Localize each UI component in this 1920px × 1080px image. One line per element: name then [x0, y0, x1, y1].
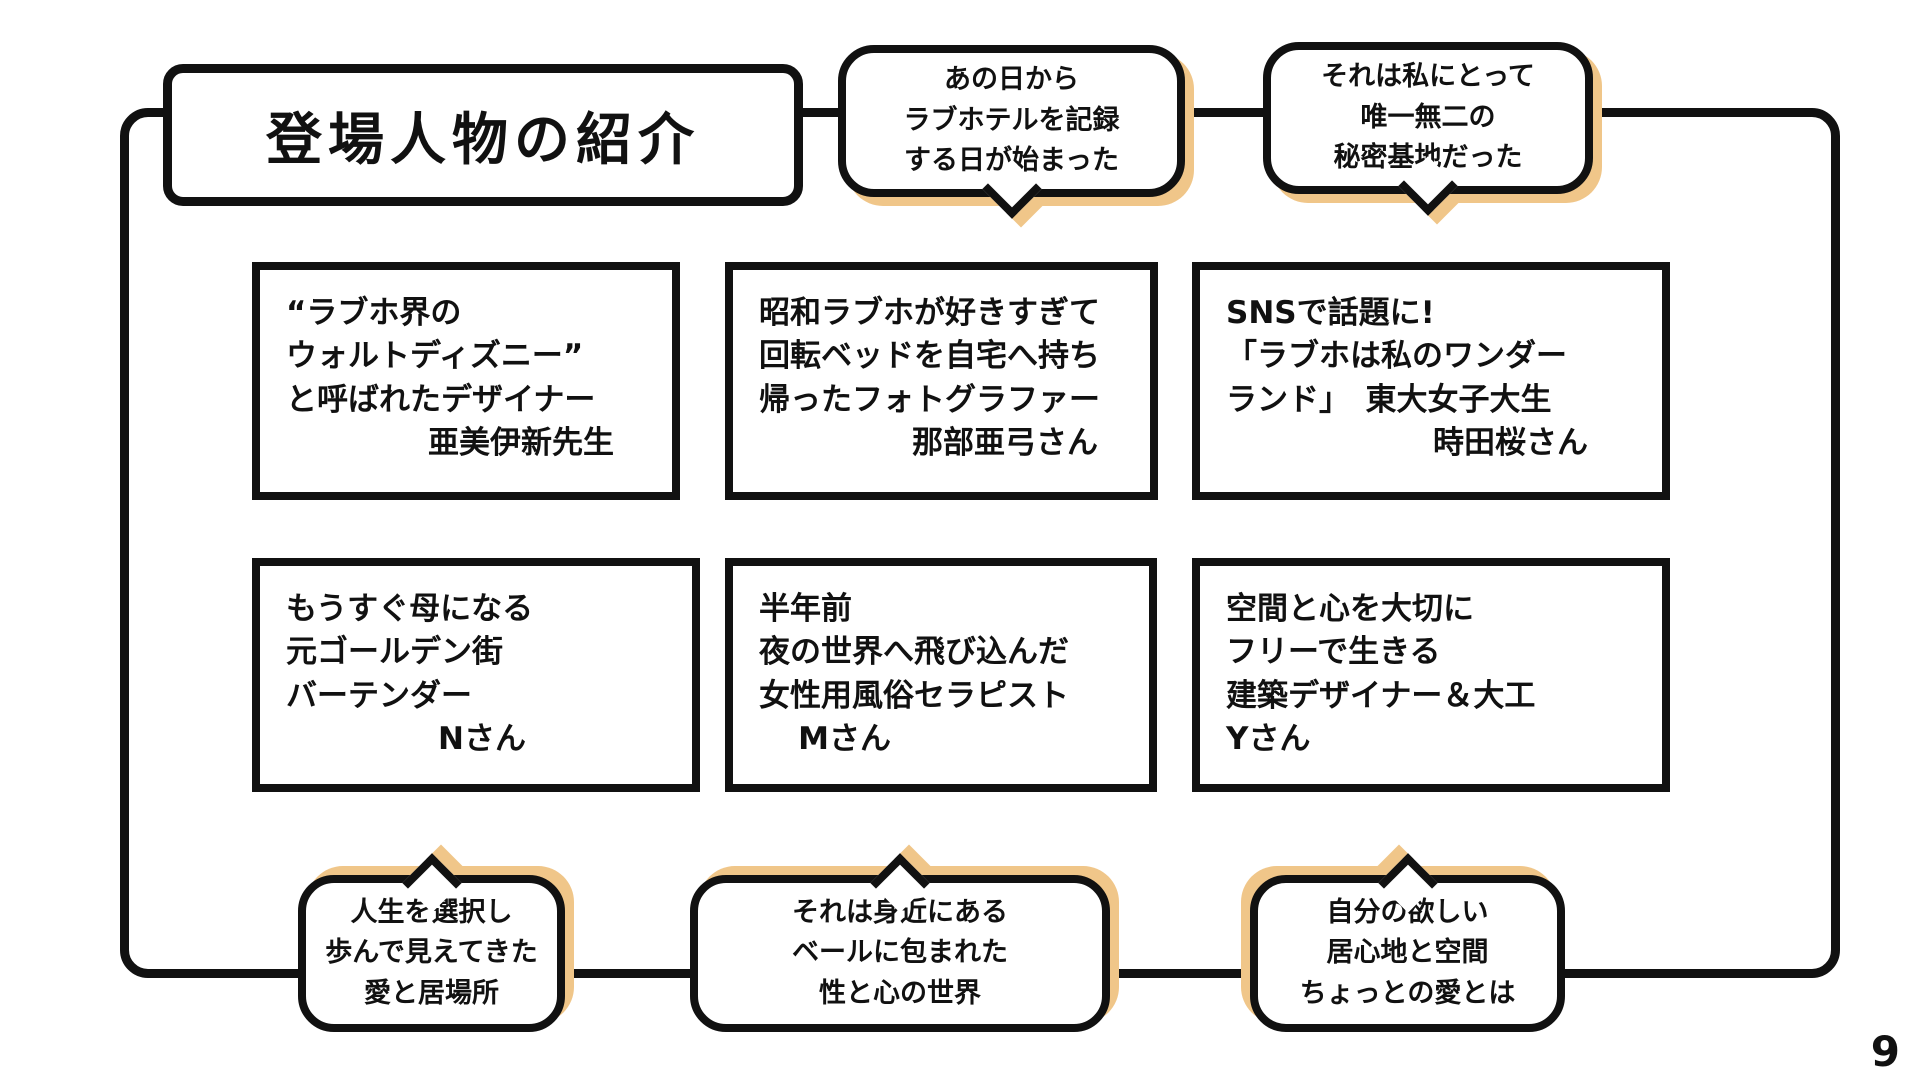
card-character-name: Yさん: [1226, 721, 1311, 758]
card-text-line: 夜の世界へ飛び込んだ: [759, 634, 1069, 671]
page-title-text: 登場人物の紹介: [266, 107, 700, 173]
bubble-text-line: ラブホテルを記録: [903, 104, 1120, 136]
card-text-line: 「ラブホは私のワンダー: [1226, 338, 1567, 375]
card-text-line: 昭和ラブホが好きすぎて: [759, 295, 1100, 331]
card-character-name: Nさん: [438, 721, 526, 758]
card-text-line: 帰ったフォトグラファー: [759, 381, 1100, 418]
bubble-text-line: あの日から: [944, 64, 1079, 96]
card-character-name: Mさん: [798, 721, 891, 758]
card-text-line: フリーで生きる: [1226, 634, 1441, 671]
card-text-line: 女性用風俗セラピスト: [759, 677, 1069, 714]
card-text-line: 空間と心を大切に: [1226, 591, 1474, 627]
character-card-5: 半年前 夜の世界へ飛び込んだ 女性用風俗セラピスト Mさん: [725, 558, 1161, 798]
bubble-text-line: それは私にとって: [1321, 61, 1535, 93]
bubble-text-line: 居心地と空間: [1326, 937, 1489, 969]
character-card-6: 空間と心を大切に フリーで生きる 建築デザイナー＆大工 Yさん: [1192, 558, 1674, 798]
bubble-text-line: 愛と居場所: [364, 977, 499, 1009]
character-card-3: SNSで話題に! 「ラブホは私のワンダー ランド」 東大女子大生 時田桜さん: [1192, 262, 1674, 506]
speech-bubble-top-2: それは私にとって 唯一無二の 秘密基地だった: [1263, 42, 1602, 216]
bubble-body: 人生を選択し 歩んで見えてきた 愛と居場所: [298, 853, 565, 1032]
card-text-line: 半年前: [759, 591, 852, 627]
speech-bubble-top-1: あの日から ラブホテルを記録 する日が始まった: [838, 45, 1194, 219]
outer-frame-border: [120, 108, 1840, 978]
character-card-1: “ラブホ界の ウォルトディズニー” と呼ばれたデザイナー 亜美伊新先生: [252, 262, 684, 506]
card-text-line: バーテンダー: [286, 677, 472, 714]
bubble-body: それは私にとって 唯一無二の 秘密基地だった: [1263, 42, 1593, 216]
card-character-name: 那部亜弓さん: [912, 425, 1098, 462]
card-character-name: 時田桜さん: [1433, 425, 1588, 462]
bubble-body: 自分の欲しい 居心地と空間 ちょっとの愛とは: [1250, 853, 1565, 1032]
card-text-line: 回転ベッドを自宅へ持ち: [759, 338, 1100, 375]
character-card-2: 昭和ラブホが好きすぎて 回転ベッドを自宅へ持ち 帰ったフォトグラファー 那部亜弓…: [725, 262, 1162, 506]
card-text-line: ウォルトディズニー”: [286, 338, 584, 375]
character-card-4: もうすぐ母になる 元ゴールデン街 バーテンダー Nさん: [252, 558, 704, 798]
card-character-name: 亜美伊新先生: [428, 425, 614, 462]
bubble-text-line: ちょっとの愛とは: [1299, 977, 1516, 1009]
card-text-line: “ラブホ界の: [286, 295, 462, 331]
page-title: 登場人物の紹介: [163, 64, 803, 206]
card-text-line: SNSで話題に!: [1226, 295, 1435, 331]
page-number: 9: [1870, 1027, 1900, 1076]
card-text-line: ランド」 東大女子大生: [1226, 381, 1552, 418]
card-text-line: と呼ばれたデザイナー: [286, 381, 596, 418]
card-text-line: もうすぐ母になる: [286, 591, 534, 627]
speech-bubble-bottom-2: それは身近にある ベールに包まれた 性と心の世界: [690, 853, 1119, 1032]
bubble-text-line: 唯一無二の: [1360, 101, 1496, 133]
bubble-body: それは身近にある ベールに包まれた 性と心の世界: [690, 853, 1110, 1032]
bubble-body: あの日から ラブホテルを記録 する日が始まった: [838, 45, 1185, 219]
speech-bubble-bottom-3: 自分の欲しい 居心地と空間 ちょっとの愛とは: [1241, 853, 1565, 1032]
card-text-line: 建築デザイナー＆大工: [1226, 677, 1536, 714]
bubble-text-line: ベールに包まれた: [792, 937, 1008, 969]
card-text-line: 元ゴールデン街: [286, 634, 503, 671]
bubble-text-line: 歩んで見えてきた: [325, 937, 538, 969]
speech-bubble-bottom-1: 人生を選択し 歩んで見えてきた 愛と居場所: [298, 853, 574, 1032]
bubble-text-line: 性と心の世界: [819, 977, 981, 1009]
